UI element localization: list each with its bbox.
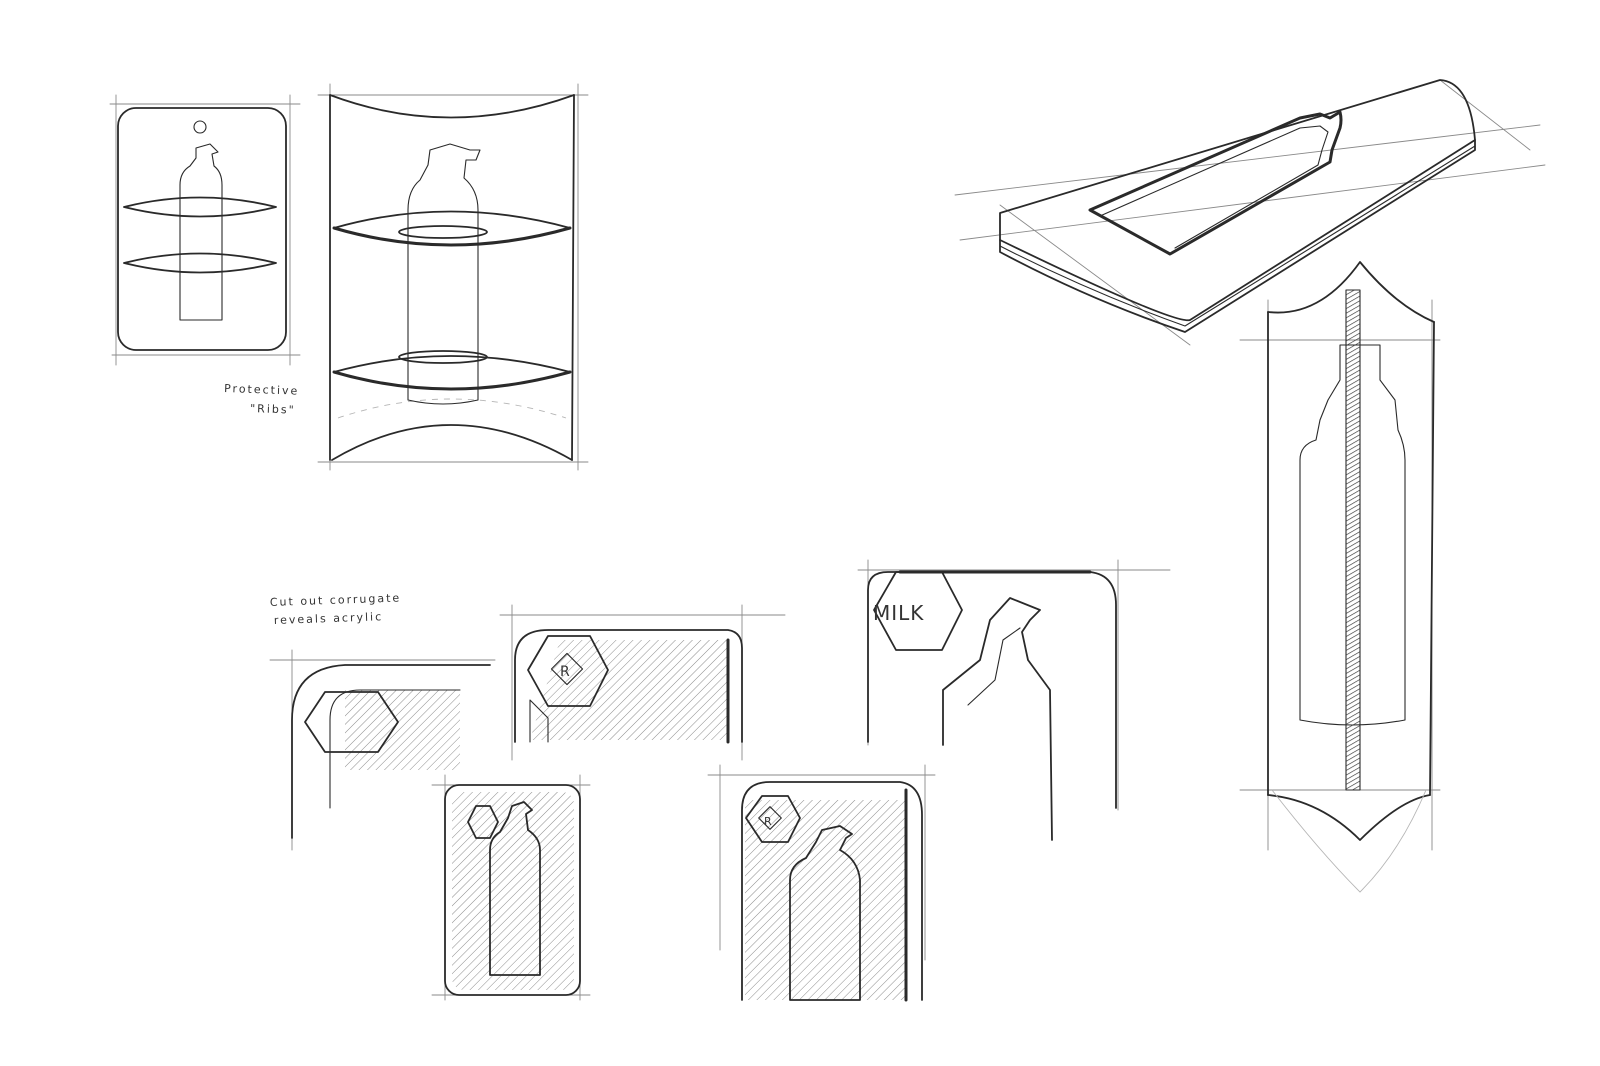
sketch-card-bottle [431, 774, 591, 1001]
milk-label: MILK [873, 601, 924, 625]
brand-mark-1: R [560, 664, 570, 680]
ribs-note-line1: Protective [224, 382, 300, 398]
sleeve-divider-strip [1346, 290, 1360, 790]
sketch-corner-brand-hexagon: R [499, 604, 786, 761]
cutout-note-line1: Cut out corrugate [270, 591, 402, 609]
sketch-isometric-tray [954, 79, 1546, 346]
sketch-frame-brand-bottle: R [707, 764, 936, 1002]
sketch-pillow-box [317, 83, 589, 471]
cutout-note-line2: reveals acrylic [274, 610, 384, 627]
ribs-note-line2: "Ribs" [250, 402, 296, 417]
sketch-corner-hexagon [269, 649, 496, 851]
sketch-rib-box-front [109, 94, 301, 366]
sketch-tall-sleeve [1239, 261, 1441, 893]
ribs-note: Protective "Ribs" [224, 382, 300, 417]
sketch-milk-bottle-cutout: MILK [857, 559, 1171, 841]
cutout-note: Cut out corrugate reveals acrylic [270, 591, 402, 627]
brand-mark-2: R [764, 815, 772, 828]
